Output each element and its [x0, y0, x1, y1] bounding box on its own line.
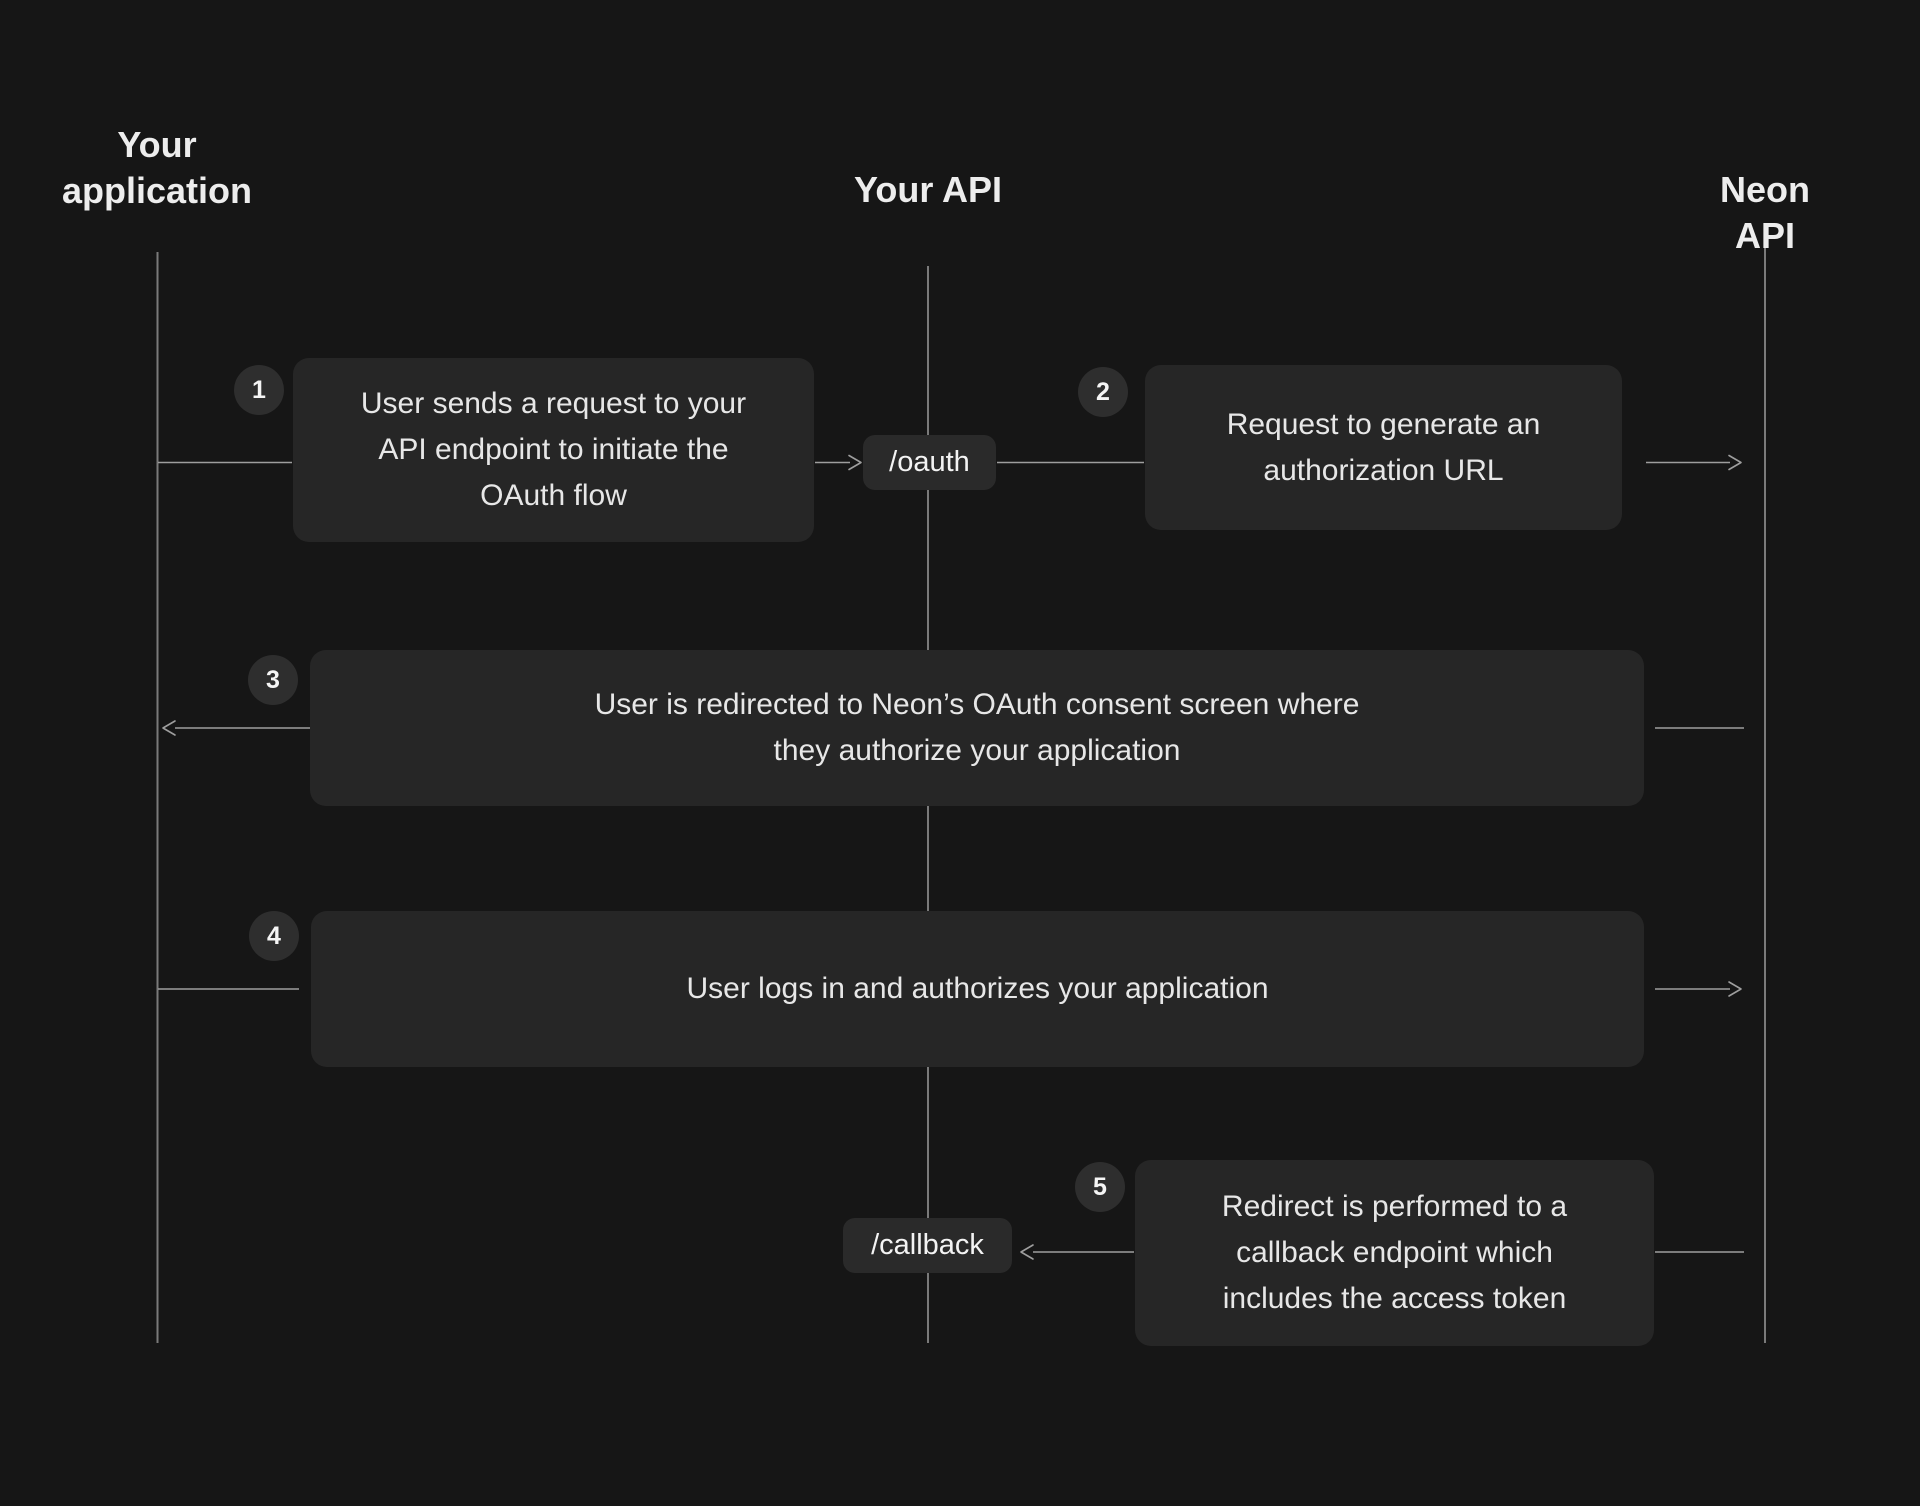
- step-5-number-badge: 5: [1075, 1162, 1125, 1212]
- step-1-number-badge: 1: [234, 365, 284, 415]
- step-4-box: User logs in and authorizes your applica…: [311, 911, 1644, 1067]
- arrowhead-left-callback: [1020, 1244, 1034, 1260]
- arrowhead-right-oauth: [848, 454, 862, 471]
- actor-neon-api: Neon API: [1720, 169, 1810, 256]
- arrowhead-left-app-row3: [162, 720, 176, 736]
- endpoint-oauth-pill: /oauth: [863, 435, 996, 490]
- step-4-number-badge: 4: [249, 911, 299, 961]
- step-3-box: User is redirected to Neon’s OAuth conse…: [310, 650, 1644, 806]
- step-3-number-badge: 3: [248, 655, 298, 705]
- step-1-box: User sends a request to your API endpoin…: [293, 358, 814, 542]
- step-2-box: Request to generate an authorization URL: [1145, 365, 1622, 530]
- step-2-number-badge: 2: [1078, 367, 1128, 417]
- step-5-box: Redirect is performed to a callback endp…: [1135, 1160, 1654, 1346]
- actor-your-application: Your application: [61, 124, 253, 211]
- endpoint-callback-pill: /callback: [843, 1218, 1012, 1273]
- arrowhead-right-neon-row1: [1728, 454, 1742, 471]
- arrowhead-right-neon-row4: [1728, 981, 1742, 997]
- actor-your-api: Your API: [853, 169, 1003, 210]
